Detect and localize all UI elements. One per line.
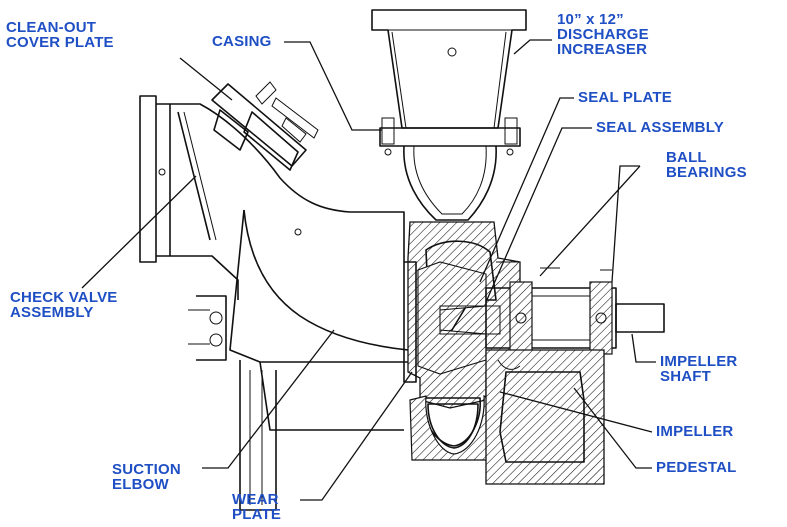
label-seal-assembly: SEAL ASSEMBLY [596,119,724,136]
discharge-increaser-part [371,9,527,156]
impeller-part [403,261,501,383]
label-cleanout-cover-plate: CLEAN-OUT COVER PLATE [6,19,114,51]
label-casing: CASING [212,33,272,50]
cleanout-cover-plate-part [211,81,319,171]
label-pedestal: PEDESTAL [656,459,737,476]
label-check-valve-assembly: CHECK VALVE ASSEMBLY [10,289,118,321]
label-impeller: IMPELLER [656,423,734,440]
label-discharge-increaser: 10” x 12” DISCHARGE INCREASER [557,11,649,58]
label-ball-bearings: BALL BEARINGS [666,149,747,181]
leader-lines [81,39,656,501]
suction-elbow-part [139,95,409,511]
label-seal-plate: SEAL PLATE [578,89,672,106]
pedestal-part [485,349,605,485]
label-wear-plate: WEAR PLATE [232,491,282,523]
label-suction-elbow: SUCTION ELBOW [112,461,181,493]
label-impeller-shaft: IMPELLER SHAFT [660,353,738,385]
